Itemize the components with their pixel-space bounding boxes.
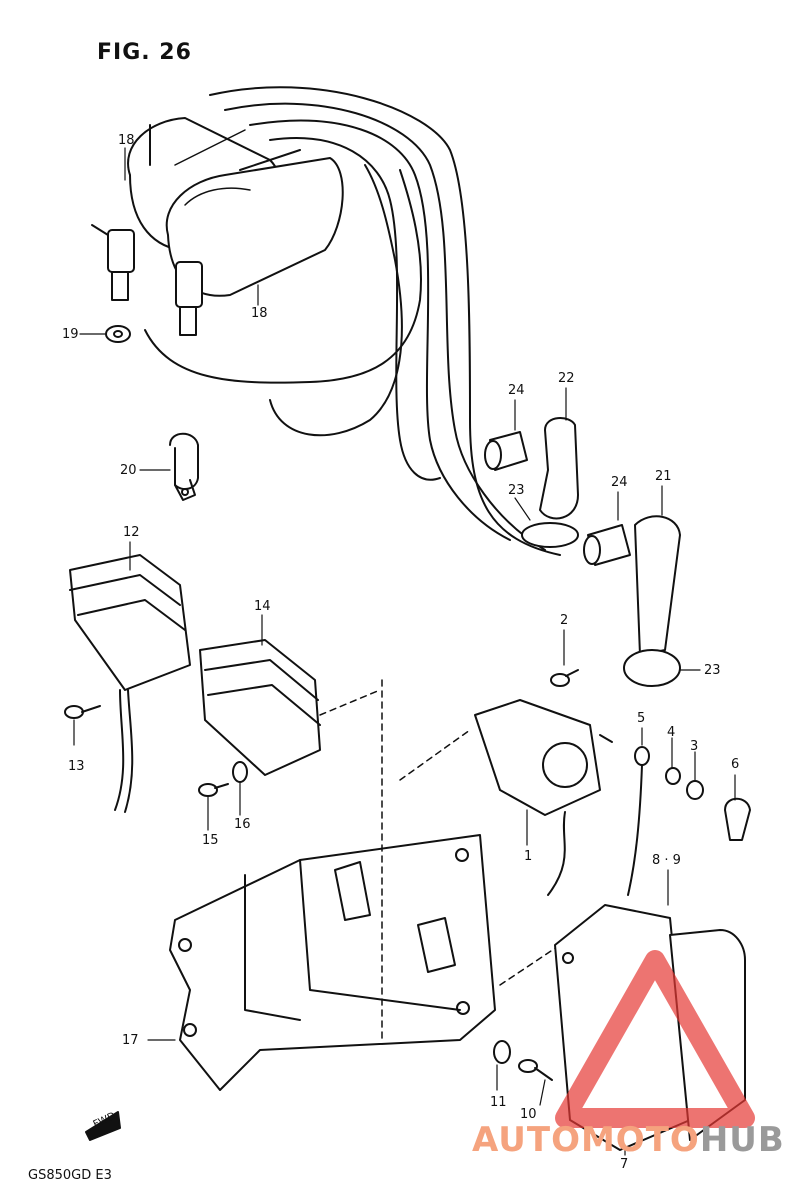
callout-14: 14 xyxy=(254,599,271,614)
washer-11 xyxy=(493,1040,511,1064)
callout-23-lower: 23 xyxy=(704,663,721,678)
seal-23-lower xyxy=(623,649,681,687)
callout-15: 15 xyxy=(202,833,219,848)
resistor-cap-24-upper xyxy=(484,431,528,471)
plug-cap-21 xyxy=(634,515,681,656)
callout-16: 16 xyxy=(234,817,251,832)
igniter-unit-12 xyxy=(69,554,191,813)
callout-3: 3 xyxy=(690,739,699,754)
callout-20: 20 xyxy=(120,463,137,478)
forward-arrow xyxy=(85,1111,121,1141)
resistor-cap-24-lower xyxy=(583,524,631,566)
callout-24-lower: 24 xyxy=(611,475,628,490)
dash-lines xyxy=(319,679,561,1041)
regulator-14 xyxy=(199,639,321,776)
callout-18-lower: 18 xyxy=(251,306,268,321)
callout-2: 2 xyxy=(560,613,569,628)
callout-1: 1 xyxy=(524,849,533,864)
watermark-text: AUTOMOTOHUB xyxy=(472,1120,785,1160)
seal-23-upper xyxy=(521,522,579,548)
callout-18-upper: 18 xyxy=(118,133,135,148)
clamp-20 xyxy=(169,432,199,501)
watermark-part-a: AUTOMOTO xyxy=(472,1120,700,1160)
callout-7: 7 xyxy=(620,1157,629,1172)
ignition-coil-front xyxy=(165,149,344,336)
screw-10 xyxy=(518,1059,553,1081)
nut-3 xyxy=(686,780,704,800)
watermark-triangle-icon xyxy=(555,950,755,1128)
leader-lines xyxy=(73,147,736,1156)
bracket-17 xyxy=(169,834,496,1091)
callout-22: 22 xyxy=(558,371,575,386)
high-tension-leads xyxy=(144,86,561,556)
callout-19: 19 xyxy=(62,327,79,342)
screw-13 xyxy=(64,705,101,719)
screw-15 xyxy=(198,783,229,797)
washer-16 xyxy=(232,761,248,783)
callout-24-upper: 24 xyxy=(508,383,525,398)
nut-19 xyxy=(105,325,131,343)
cap-6 xyxy=(724,797,751,841)
callout-6: 6 xyxy=(731,757,740,772)
callout-23-upper: 23 xyxy=(508,483,525,498)
callout-10: 10 xyxy=(520,1107,537,1122)
starter-relay-1 xyxy=(474,699,613,896)
nut-4 xyxy=(665,767,681,785)
callout-4: 4 xyxy=(667,725,676,740)
callout-8-9: 8 · 9 xyxy=(652,853,681,868)
model-code: GS850GD E3 xyxy=(28,1168,112,1183)
callout-5: 5 xyxy=(637,711,646,726)
screw-2 xyxy=(550,669,579,687)
callout-11: 11 xyxy=(490,1095,507,1110)
plug-cap-22 xyxy=(539,417,579,520)
figure-title: FIG. 26 xyxy=(97,40,192,65)
callout-13: 13 xyxy=(68,759,85,774)
callout-21: 21 xyxy=(655,469,672,484)
watermark-part-b: HUB xyxy=(699,1120,785,1160)
lead-wire-5 xyxy=(627,746,650,896)
callout-17: 17 xyxy=(122,1033,139,1048)
callout-12: 12 xyxy=(123,525,140,540)
